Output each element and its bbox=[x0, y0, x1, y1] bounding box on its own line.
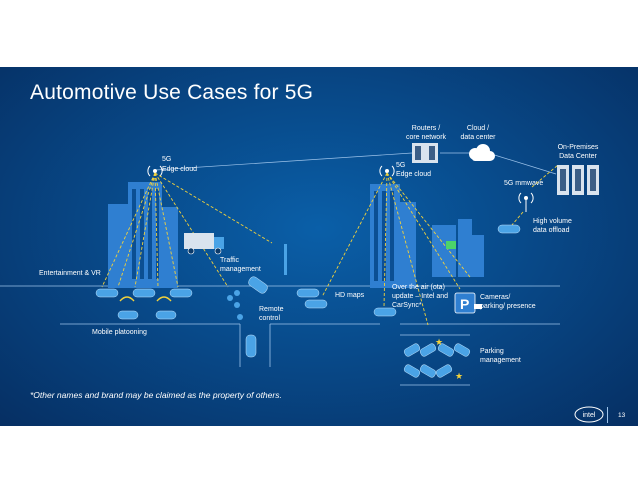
offload-label-2: data offload bbox=[533, 227, 570, 234]
edge-left-label-5g: 5G bbox=[162, 156, 172, 163]
remote-label-2: control bbox=[259, 315, 281, 322]
parked-cars bbox=[403, 343, 471, 378]
page-number: 13 bbox=[618, 412, 626, 419]
remote-label-1: Remote bbox=[259, 306, 284, 313]
mmwave-antenna-icon bbox=[518, 192, 534, 212]
hdmaps-label: HD maps bbox=[335, 292, 365, 299]
platooning-links bbox=[119, 296, 172, 302]
edge-right-label-5g: 5G bbox=[396, 162, 406, 169]
parking-label-1: Parking bbox=[480, 348, 504, 355]
cloud-icon bbox=[469, 144, 495, 161]
edge-left-label-cloud: Edge cloud bbox=[162, 166, 198, 173]
page-title: Automotive Use Cases for 5G bbox=[30, 81, 314, 104]
cameras-label-1: Cameras/ bbox=[480, 294, 511, 301]
cameras-label-2: parking/ presence bbox=[480, 303, 536, 310]
routers-label-2: core network bbox=[405, 134, 447, 141]
remote-control-icon bbox=[227, 290, 243, 320]
on-premises-server-icon bbox=[557, 165, 599, 195]
cloud-label-1: Cloud / bbox=[466, 125, 490, 132]
parking-sign-icon: P bbox=[454, 292, 476, 314]
edge-right-label-cloud: Edge cloud bbox=[396, 171, 432, 178]
traffic-label-1: Traffic bbox=[220, 257, 240, 264]
camera-icon bbox=[474, 304, 482, 309]
svg-text:★: ★ bbox=[435, 338, 443, 348]
left-5g-antenna-icon bbox=[147, 165, 163, 177]
mmwave-label: 5G mmwave bbox=[504, 180, 544, 187]
truck-icon bbox=[184, 233, 224, 255]
diagram-scene: P ★ ★ bbox=[0, 143, 599, 386]
left-building-windows bbox=[132, 189, 159, 279]
traffic-pole-icon bbox=[284, 244, 287, 275]
right-5g-antenna-icon bbox=[379, 165, 395, 177]
network-lines bbox=[155, 152, 557, 175]
routers-label-1: Routers / bbox=[411, 125, 441, 132]
wireless-links bbox=[101, 164, 559, 326]
parking-label-2: management bbox=[480, 357, 521, 364]
footnote: *Other names and brand may be claimed as… bbox=[30, 390, 282, 400]
ota-label-3: CarSync* bbox=[392, 302, 422, 309]
cloud-label-2: data center bbox=[460, 134, 496, 141]
traffic-label-2: management bbox=[220, 266, 261, 273]
logo-divider bbox=[607, 407, 608, 423]
platooning-label: Mobile platooning bbox=[92, 329, 147, 336]
svg-text:P: P bbox=[460, 296, 469, 312]
logo-text: intel bbox=[583, 412, 596, 419]
intel-logo: intel bbox=[574, 406, 604, 423]
cars bbox=[95, 224, 521, 358]
right-building-windows bbox=[374, 191, 394, 281]
slide: P ★ ★ Automotive Use Cases for 5G 5G Edg… bbox=[0, 67, 638, 426]
parking-stars: ★ ★ bbox=[435, 338, 463, 382]
onprem-label-2: Data Center bbox=[559, 153, 597, 160]
highlight-icon bbox=[446, 241, 456, 249]
ota-label-2: update – Intel and bbox=[392, 293, 449, 300]
parking-lot bbox=[400, 334, 470, 386]
entertainment-label: Entertainment & VR bbox=[39, 270, 101, 277]
offload-label-1: High volume bbox=[533, 218, 572, 225]
routers-server-icon bbox=[412, 143, 438, 163]
svg-text:★: ★ bbox=[455, 372, 463, 382]
ota-label-1: Over the air (ota) bbox=[392, 284, 445, 291]
roads bbox=[0, 285, 560, 367]
onprem-label-1: On-Premises bbox=[557, 144, 599, 151]
